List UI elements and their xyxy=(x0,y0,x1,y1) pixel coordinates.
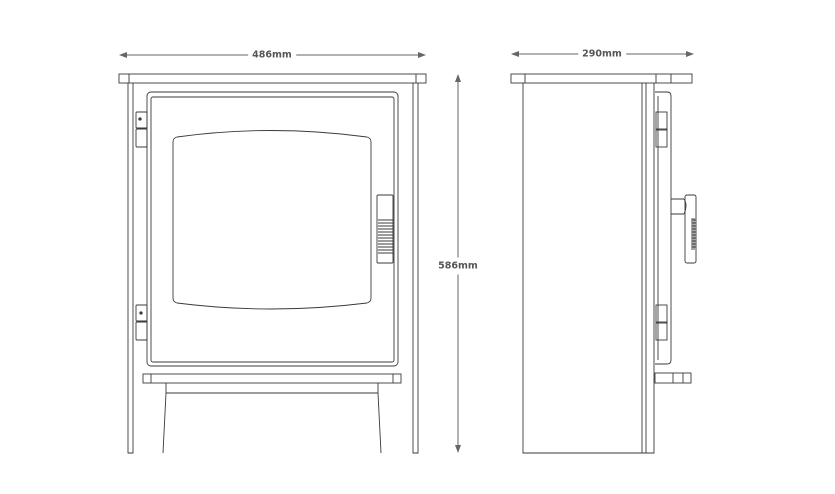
front-door xyxy=(146,91,399,367)
hinge-top xyxy=(135,111,148,148)
side-handle xyxy=(671,194,697,264)
side-view xyxy=(510,73,697,454)
side-top-cap xyxy=(510,73,693,84)
front-top-cap xyxy=(118,73,427,84)
hinge-bottom xyxy=(135,304,148,341)
front-body-sides xyxy=(127,83,419,454)
front-ledge xyxy=(142,373,402,384)
door-handle xyxy=(376,194,394,264)
side-body xyxy=(522,83,655,454)
front-legs xyxy=(162,383,382,454)
front-window xyxy=(172,130,372,310)
height-label: 586mm xyxy=(438,257,478,275)
depth-label: 290mm xyxy=(578,48,626,60)
front-view xyxy=(118,73,427,454)
width-label: 486mm xyxy=(248,49,296,61)
side-door xyxy=(655,91,672,365)
